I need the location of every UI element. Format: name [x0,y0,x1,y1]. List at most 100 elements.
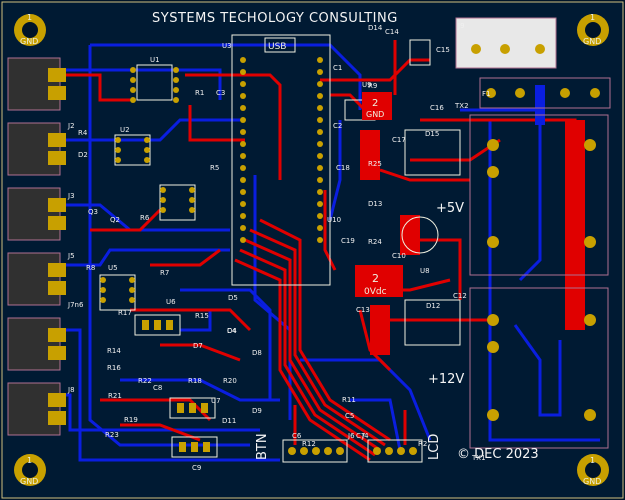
ref-j6: J6 [347,432,355,440]
hole-label-tl: GND [20,37,38,46]
ref-u2: U2 [120,126,130,134]
ref-c8: C8 [153,384,162,392]
ref-d8: D8 [252,349,262,357]
ref-d4: D4 [227,327,237,335]
ref-j2: J2 [67,122,75,130]
ref-r11: R11 [342,396,356,404]
ref-u1: U1 [150,56,160,64]
ref-j4: J4 [361,432,369,440]
ref-j3: J3 [67,192,75,200]
ref-u10: U10 [327,216,341,224]
terminal-blocks [7,57,61,436]
hole-label-bl: GND [20,477,38,486]
header-pads [288,447,417,455]
ref-u9: U9 [362,81,372,89]
regulator-pads [142,320,210,452]
ref-d15: D15 [425,130,439,138]
ref-r16: R16 [107,364,121,372]
ref-d12: D12 [426,302,440,310]
voltage-5v-label: +5V [436,201,464,216]
btn-label: BTN [255,433,270,460]
hole-num-tr: 1 [590,13,595,22]
vdc-box [355,265,403,297]
ref-r2: R2 [418,440,427,448]
ref-r7: R7 [160,269,169,277]
usb-connector-outline [264,37,296,53]
ref-c2: C2 [333,122,342,130]
voltage-12v-label: +12V [428,372,464,387]
ref-r14: R14 [107,347,121,355]
ref-r22: R22 [138,377,152,385]
gnd-box [362,92,392,120]
ref-r4: R4 [78,129,88,137]
ref-d11: D11 [222,417,236,425]
ref-c17: C17 [392,136,406,144]
ref-u7: U7 [211,397,221,405]
ref-r19: R19 [124,416,138,424]
u3-pads [240,57,323,243]
ref-r18: R18 [188,377,202,385]
usb-label: USB [268,42,286,52]
ref-f1: F1 [482,90,490,98]
board-title: SYSTEMS TECHOLOGY CONSULTING [152,11,398,26]
ref-q3: Q3 [88,208,98,216]
ref-r24: R24 [368,238,382,246]
ref-c14: C14 [385,28,399,36]
ref-q2: Q2 [110,216,120,224]
u3-module-outline [231,34,331,286]
power-module-pads [471,44,600,421]
ref-c10: C10 [392,252,406,260]
ref-c16: C16 [430,104,444,112]
ref-c7: C7 [356,432,365,440]
hole-num-bl: 1 [27,456,32,465]
ref-d2: D2 [78,151,88,159]
mounting-holes [14,14,609,486]
ref-r8: R8 [86,264,95,272]
copper-fills [360,85,585,355]
dip-pads [100,67,195,303]
terminal-pads [48,68,66,425]
hole-num-br: 1 [590,456,595,465]
ref-r23: R23 [105,431,119,439]
ref-r12: R12 [302,440,316,448]
vdc-box-num: 2 [372,272,379,285]
gnd-box-num: 2 [372,98,378,109]
ref-u3: U3 [222,42,232,50]
ref-d13: D13 [368,200,382,208]
hole-label-tr: GND [583,37,601,46]
reference-designators: U1 U2 U3 U5 U6 U7 U8 U9 U10 J2 J3 J5 J7n… [67,22,490,472]
ref-c13: C13 [356,306,370,314]
regulators [134,314,218,458]
ref-tx2: TX2 [454,102,469,110]
copyright-label: © DEC 2023 [457,447,539,462]
lcd-label: LCD [427,434,442,460]
ref-u5: U5 [108,264,118,272]
ref-d9: D9 [252,407,262,415]
ref-c3: C3 [216,89,225,97]
ref-j5: J5 [67,252,75,260]
ref-d7: D7 [193,342,203,350]
hole-label-br: GND [583,477,601,486]
ref-c1: C1 [333,64,342,72]
bottom-copper [60,43,600,462]
ref-r25: R25 [368,160,382,168]
ref-c5: C5 [345,412,354,420]
ref-r15: R15 [195,312,209,320]
ref-r21: R21 [108,392,122,400]
ref-r6: R6 [140,214,150,222]
ref-c18: C18 [336,164,350,172]
ref-j8: J8 [67,386,75,394]
btn-header-outline [282,439,348,463]
ref-r1: R1 [195,89,204,97]
gnd-box-text: GND [366,110,384,119]
ref-r17: R17 [118,309,132,317]
hole-num-tl: 1 [27,13,32,22]
power-modules [455,17,611,449]
power-components [344,39,461,346]
ref-c15: C15 [436,46,450,54]
ref-r20: R20 [223,377,237,385]
ref-c4: C4 [227,327,237,335]
